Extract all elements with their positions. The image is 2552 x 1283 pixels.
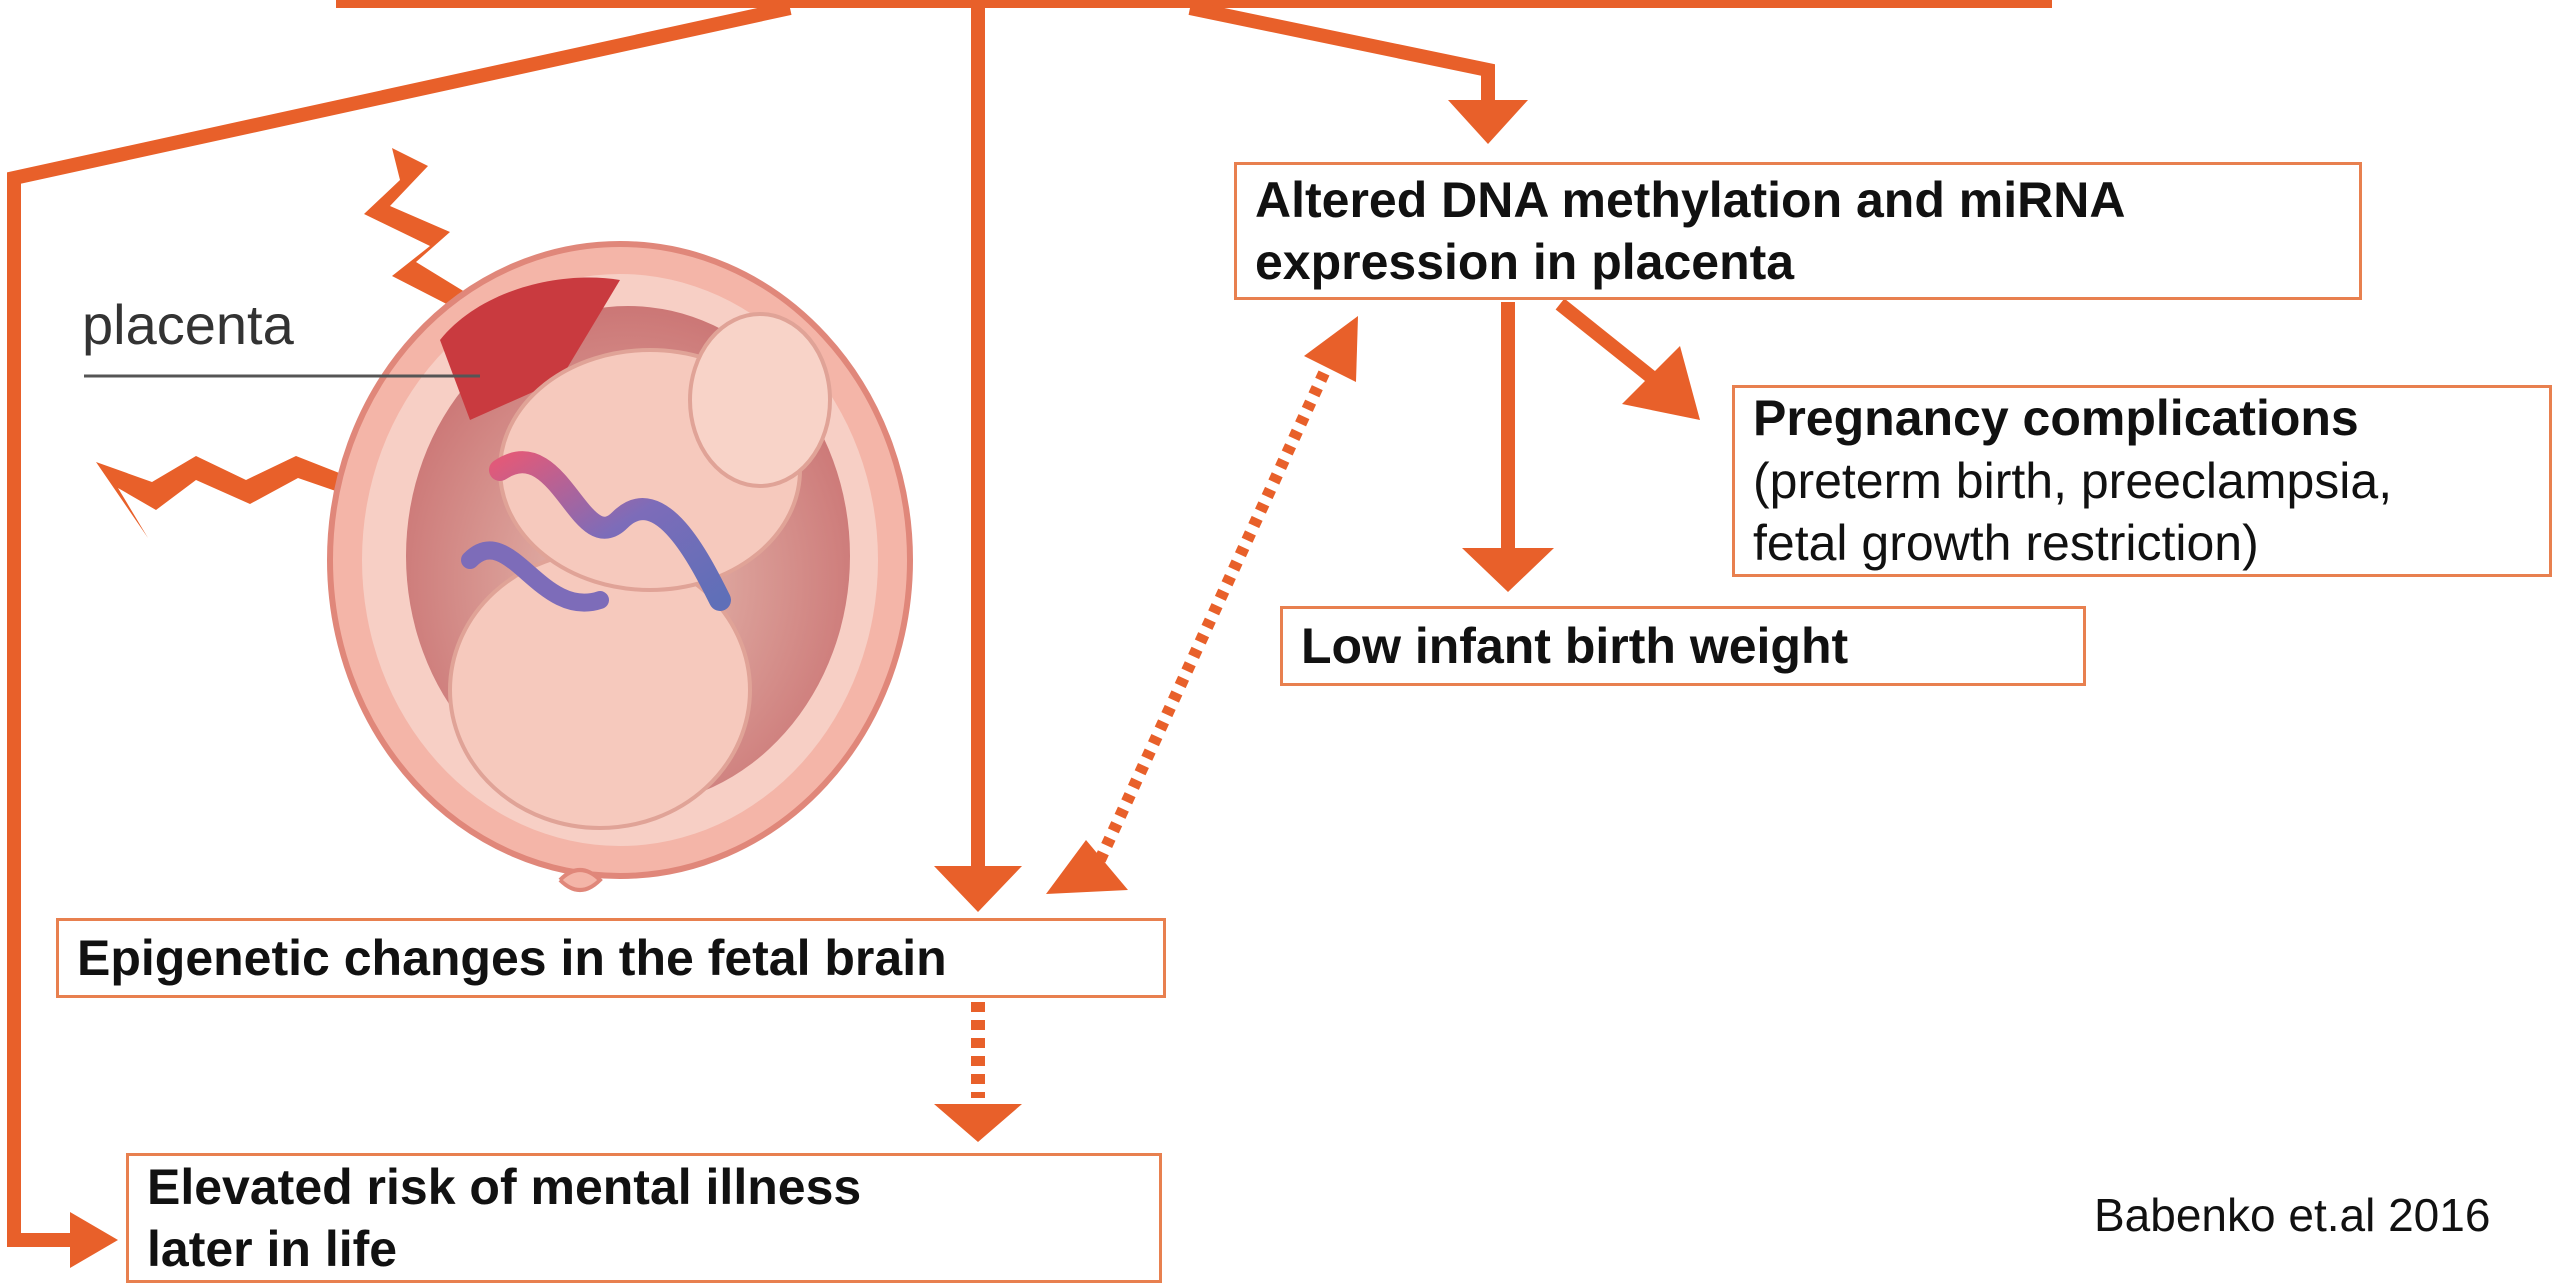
mental-illness-risk-box: Elevated risk of mental illness later in… [126,1153,1162,1283]
pregnancy-complications-line2: (preterm birth, preeclampsia, [1753,450,2531,513]
arrow-left-head [70,1212,118,1268]
arrow-dna-to-preg [1560,304,1660,384]
lightning-bolt-left [96,456,356,538]
pregnancy-complications-title: Pregnancy complications [1753,387,2531,450]
pregnancy-complications-box: Pregnancy complications (preterm birth, … [1732,385,2552,577]
mental-illness-line1: Elevated risk of mental illness [147,1156,1141,1219]
arrow-right-head [1448,100,1528,144]
pregnancy-complications-line3: fetal growth restriction) [1753,512,2531,575]
uterus-illustration [330,244,910,890]
dna-methylation-box: Altered DNA methylation and miRNA expres… [1234,162,2362,300]
dotted-arrow-brain-risk-head [934,1104,1022,1142]
lightning-bolt-top [364,148,478,316]
mental-illness-line2: later in life [147,1218,1141,1281]
fetal-brain-box: Epigenetic changes in the fetal brain [56,918,1166,998]
low-birth-weight-box: Low infant birth weight [1280,606,2086,686]
dotted-arrow-head-down [1046,840,1128,894]
dna-methylation-line1: Altered DNA methylation and miRNA [1255,169,2341,232]
dotted-arrow-head-up [1304,316,1358,382]
dna-methylation-line2: expression in placenta [1255,231,2341,294]
arrow-center-head [934,866,1022,912]
fetal-brain-text: Epigenetic changes in the fetal brain [77,927,1145,990]
arrow-dna-to-low-head [1462,548,1554,592]
citation-text: Babenko et.al 2016 [2094,1188,2490,1242]
low-birth-weight-text: Low infant birth weight [1301,615,2065,678]
arrow-right-path [1190,8,1488,100]
placenta-label: placenta [82,292,294,357]
